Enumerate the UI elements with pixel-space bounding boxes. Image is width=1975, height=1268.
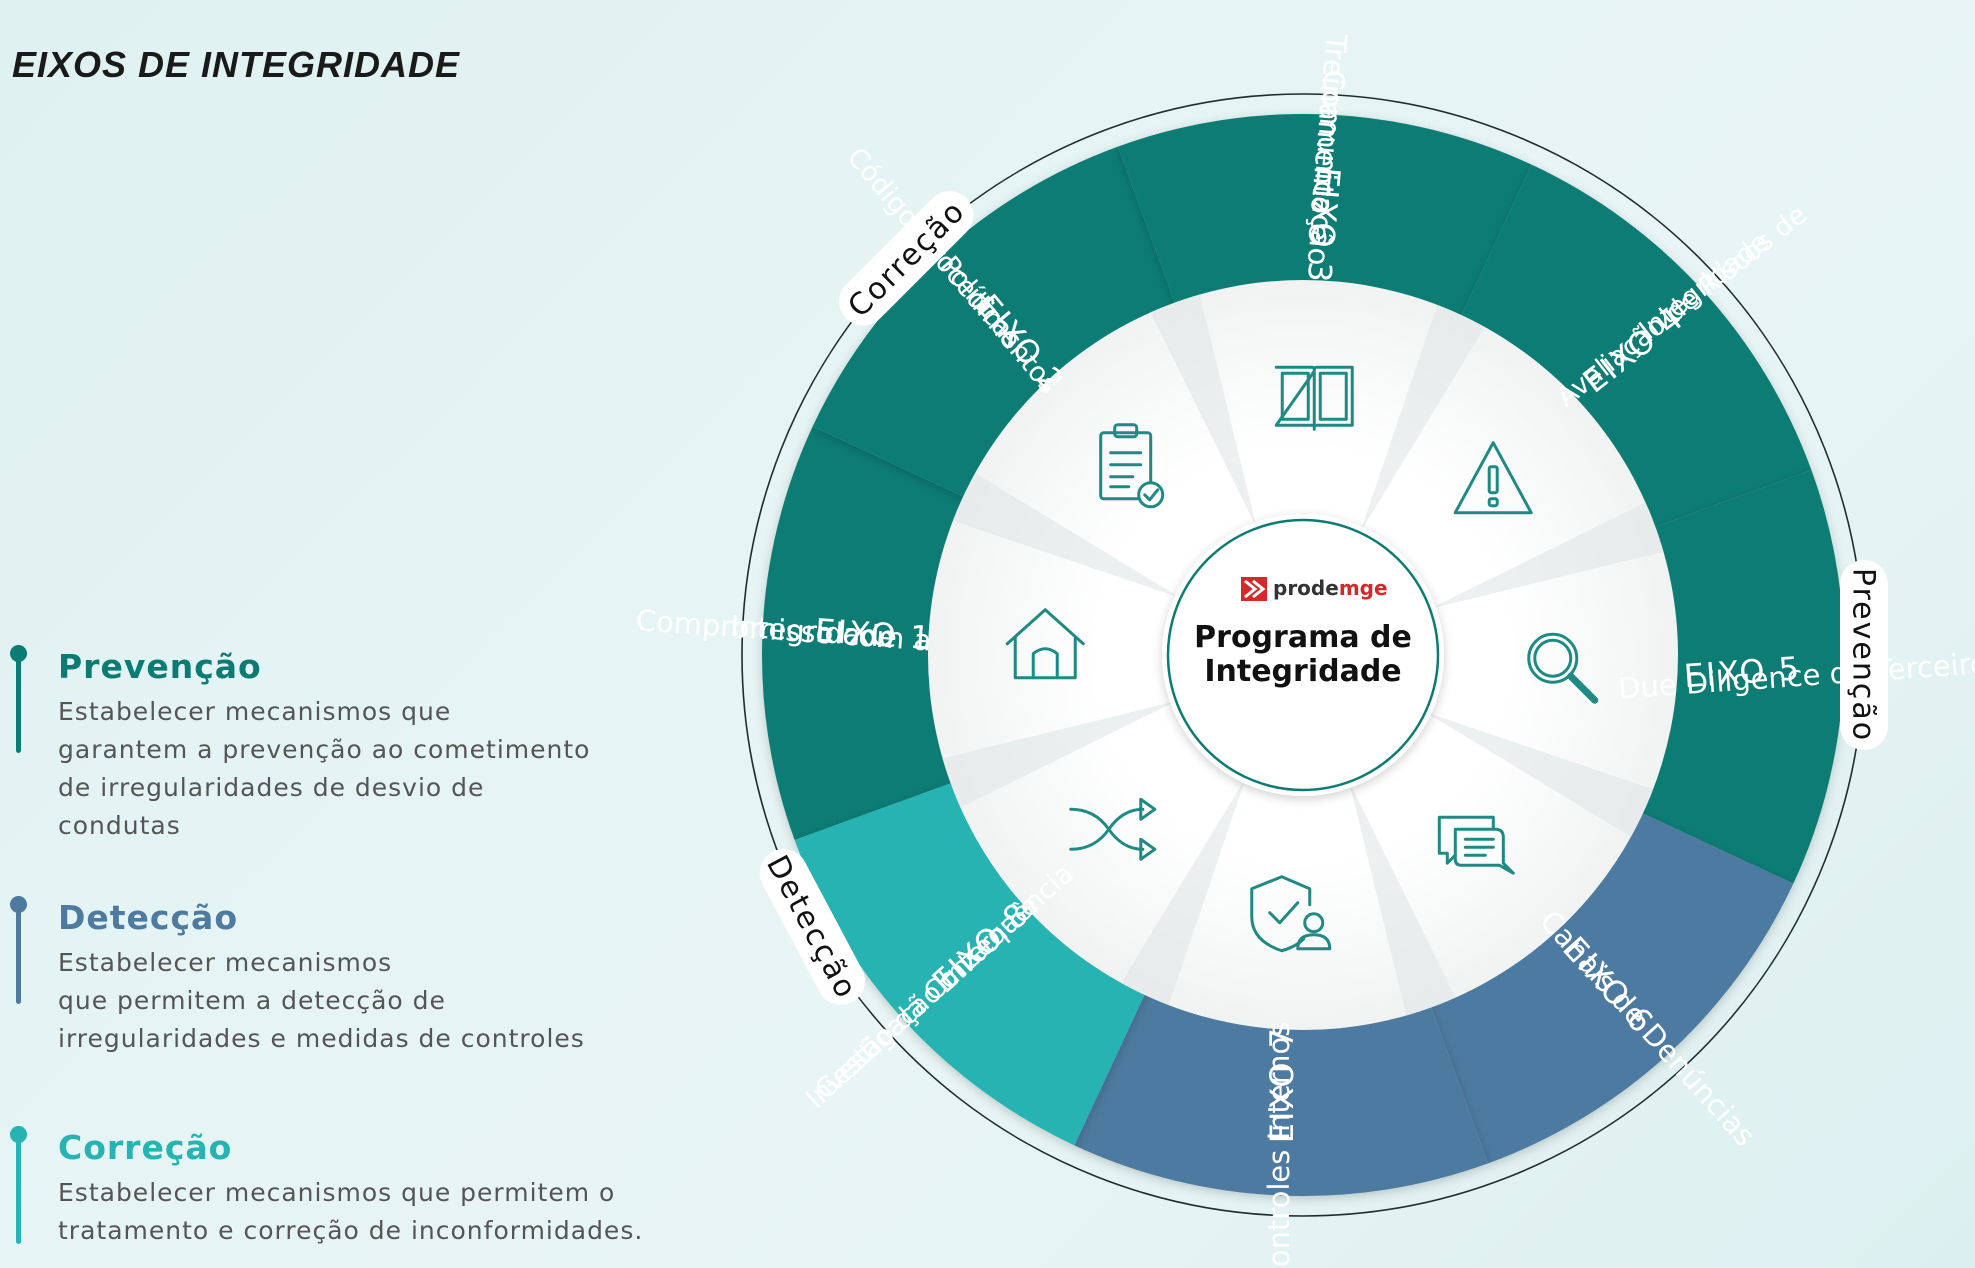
segment-divider [1360,304,1485,533]
eixo-number: EIXO 1 [814,611,934,657]
legend-title: Prevenção [58,647,262,686]
legend-description: Estabelecer mecanismos que garantem a pr… [58,693,668,845]
axis-name: Controles Internos [1262,1022,1296,1268]
pill-label: Prevenção [1846,568,1881,742]
legend-line: garantem a prevenção ao cometimento [58,735,591,764]
axis-segment-3 [1117,114,1532,325]
segment-divider [1429,502,1664,609]
segment-divider [952,473,1181,598]
legend-dot [10,1126,27,1143]
center-title-line2: Integridade [1204,654,1401,689]
legend-line: condutas [58,811,181,840]
book-icon [1274,365,1354,431]
pill-bg [1840,560,1888,750]
pill-bg [759,849,865,1005]
legend-dot [10,896,27,913]
legend-title: Detecção [58,898,238,937]
legend-bar [16,653,21,753]
segment-divider [942,701,1177,808]
magnifier-icon [1527,632,1599,704]
logo-chevron [1244,579,1266,599]
axis-segment-6 [1427,809,1794,1164]
eixo-number: EIXO 7 [1263,1026,1301,1143]
center-circle [1166,518,1440,792]
page-title: EIXOS DE INTEGRIDADE [12,44,461,85]
axis-segment-4 [1457,164,1812,531]
legend-line: tratamento e correção de inconformidades… [58,1216,644,1245]
home-icon [1005,608,1085,680]
legend-deteccao: Detecção Estabelecer mecanismos que perm… [0,896,660,1053]
segment-divider [1150,294,1257,529]
segment-dividers [942,294,1664,1016]
legend-line: Estabelecer mecanismos [58,948,393,977]
legend-line: que permitem a detecção de [58,986,446,1015]
segment-divider [1349,781,1456,1016]
axis-segment-2 [812,146,1179,501]
legend-line: Estabelecer mecanismos que permitem o [58,1178,616,1207]
shuffle-icon [1069,797,1157,861]
legend-title: Correção [58,1128,233,1167]
legend-description: Estabelecer mecanismos que permitem a de… [58,944,668,1058]
legend-description: Estabelecer mecanismos que permitem o tr… [58,1174,668,1250]
legend-bar [16,1134,21,1244]
axis-segments [761,114,1844,1196]
legend-bar [16,904,21,1004]
legend-line: irregularidades e medidas de controles [58,1024,585,1053]
legend-dot [10,645,27,662]
segment-divider [1425,712,1654,837]
eixo-number: EIXO 5 [1683,649,1803,695]
axis-segment-1 [761,426,973,841]
segment-divider [1121,777,1246,1006]
axis-segment-5 [1633,469,1844,884]
axis-segment-8 [794,779,1149,1146]
legend-prevencao: Prevenção Estabelecer mecanismos que gar… [0,645,660,840]
chat-icon [1437,815,1515,875]
legend-correcao: Correção Estabelecer mecanismos que perm… [0,1126,660,1256]
center-title-line1: Programa de [1194,620,1412,655]
axis-segment-7 [1074,985,1489,1196]
axis-icons [1005,365,1599,953]
clipboard-check-icon [1099,423,1165,509]
warning-icon [1453,441,1533,515]
legend-line: Estabelecer mecanismos que [58,697,452,726]
prodemge-logo: prodemge [1241,576,1388,601]
pill-prevencao: Prevenção [1840,560,1888,750]
legend-line: de irregularidades de desvio de [58,773,485,802]
logo-text: prodemge [1273,576,1388,600]
pill-bg [839,191,974,326]
shield-user-icon [1250,875,1332,953]
